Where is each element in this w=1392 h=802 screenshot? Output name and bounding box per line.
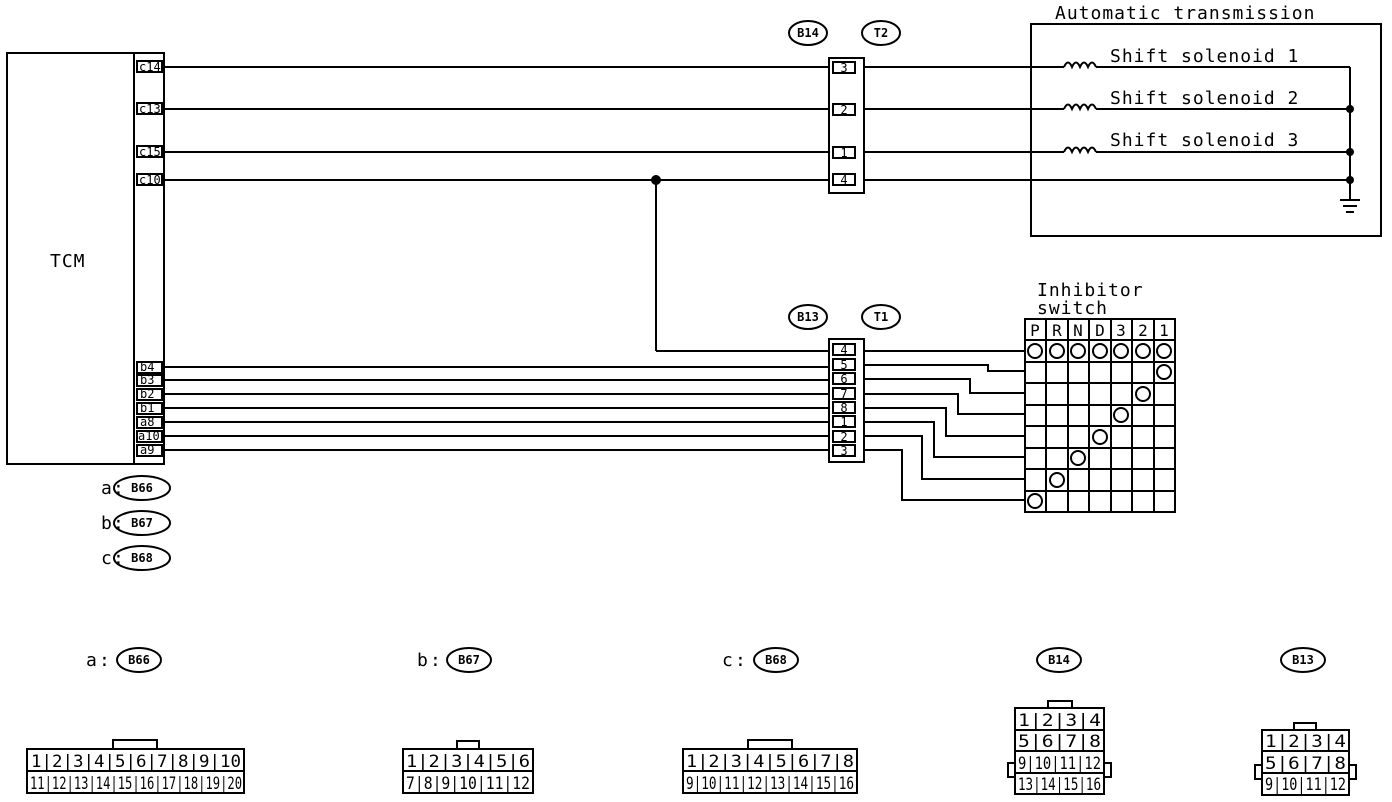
b13-pin: 8 xyxy=(840,401,847,415)
legend-prefix-b: b xyxy=(101,513,113,534)
face-b67-prefix: b xyxy=(417,650,429,671)
t2-bubble-label: T2 xyxy=(874,26,888,40)
face-b68-row2: 9|10|11|12|13|14|15|16 xyxy=(686,774,854,794)
face-b13-row3: 9|10|11|12 xyxy=(1265,775,1346,795)
connector-b14-body xyxy=(828,57,865,194)
face-colon: : xyxy=(99,650,111,671)
position-1: 1 xyxy=(1159,321,1169,340)
inhibitor-title-1: Inhibitor xyxy=(1037,280,1144,301)
face-b14-row3: 9|10|11|12 xyxy=(1018,754,1101,774)
legend-id-b67: B67 xyxy=(131,516,153,530)
tcm-label: TCM xyxy=(50,251,86,272)
connector-b13-body xyxy=(828,338,865,463)
b14-pin: 1 xyxy=(840,146,847,160)
tcm-box xyxy=(6,52,165,465)
shift-solenoid-2-label: Shift solenoid 2 xyxy=(1110,88,1299,109)
legend-colon: : xyxy=(113,513,125,534)
tcm-pin-b3: b3 xyxy=(140,373,154,387)
b13-pin: 4 xyxy=(840,343,847,357)
face-b14-id: B14 xyxy=(1048,653,1070,667)
b13-bubble-label: B13 xyxy=(797,310,819,324)
b14-bubble-label: B14 xyxy=(797,26,819,40)
b13-pin: 6 xyxy=(840,372,847,386)
legend-id-b68: B68 xyxy=(131,551,153,565)
legend-colon: : xyxy=(113,548,125,569)
tcm-pin-b2: b2 xyxy=(140,387,154,401)
b13-pin: 2 xyxy=(840,430,847,444)
position-n: N xyxy=(1073,321,1083,340)
position-p: P xyxy=(1030,321,1040,340)
face-colon: : xyxy=(735,650,747,671)
tcm-pin-c13: c13 xyxy=(139,102,161,116)
face-b68-prefix: c xyxy=(722,650,734,671)
shift-solenoid-1-label: Shift solenoid 1 xyxy=(1110,46,1299,67)
t1-bubble-label: T1 xyxy=(874,310,888,324)
tcm-pin-b1: b1 xyxy=(140,401,154,415)
position-3: 3 xyxy=(1116,321,1126,340)
shift-solenoid-3-label: Shift solenoid 3 xyxy=(1110,130,1299,151)
face-b14-row1: 1|2|3|4 xyxy=(1018,711,1101,731)
b14-pin: 2 xyxy=(840,103,847,117)
transmission-title: Automatic transmission xyxy=(1055,3,1315,24)
transmission-box xyxy=(1030,23,1382,237)
face-b14-row4: 13|14|15|16 xyxy=(1018,775,1101,795)
face-b68-id: B68 xyxy=(765,653,787,667)
b13-pin: 3 xyxy=(840,444,847,458)
face-b66-row2: 11|12|13|14|15|16|17|18|19|20 xyxy=(30,774,242,794)
legend-id-b66: B66 xyxy=(131,481,153,495)
b13-pin: 1 xyxy=(840,415,847,429)
b14-pin: 3 xyxy=(840,61,847,75)
face-b13-row1: 1|2|3|4 xyxy=(1265,732,1346,752)
tcm-pin-a9: a9 xyxy=(140,443,154,457)
face-b13-row2: 5|6|7|8 xyxy=(1265,754,1346,774)
tcm-pin-b4: b4 xyxy=(140,360,154,374)
b13-pin: 5 xyxy=(840,358,847,372)
tcm-pin-a8: a8 xyxy=(140,415,154,429)
position-r: R xyxy=(1052,321,1062,340)
inhibitor-title-2: switch xyxy=(1037,298,1108,319)
position-d: D xyxy=(1095,321,1105,340)
b13-pin: 7 xyxy=(840,387,847,401)
face-b14-row2: 5|6|7|8 xyxy=(1018,732,1101,752)
tcm-pin-c14: c14 xyxy=(139,60,161,74)
tcm-pin-c15: c15 xyxy=(139,145,161,159)
face-b67-row2: 7|8|9|10|11|12 xyxy=(406,774,530,794)
legend-colon: : xyxy=(113,478,125,499)
tcm-pin-c10: c10 xyxy=(139,173,161,187)
face-b67-row1: 1|2|3|4|5|6 xyxy=(406,752,530,772)
face-b68-row1: 1|2|3|4|5|6|7|8 xyxy=(686,752,854,772)
position-2: 2 xyxy=(1138,321,1148,340)
face-b66-id: B66 xyxy=(128,653,150,667)
face-b66-row1: 1|2|3|4|5|6|7|8|9|10 xyxy=(31,752,241,772)
face-b67-id: B67 xyxy=(458,653,480,667)
face-b66-prefix: a xyxy=(86,650,98,671)
face-colon: : xyxy=(430,650,442,671)
tcm-pin-a10: a10 xyxy=(138,429,160,443)
legend-prefix-c: c xyxy=(101,548,113,569)
b14-pin: 4 xyxy=(840,173,847,187)
legend-prefix-a: a xyxy=(101,478,113,499)
face-b13-id: B13 xyxy=(1292,653,1314,667)
